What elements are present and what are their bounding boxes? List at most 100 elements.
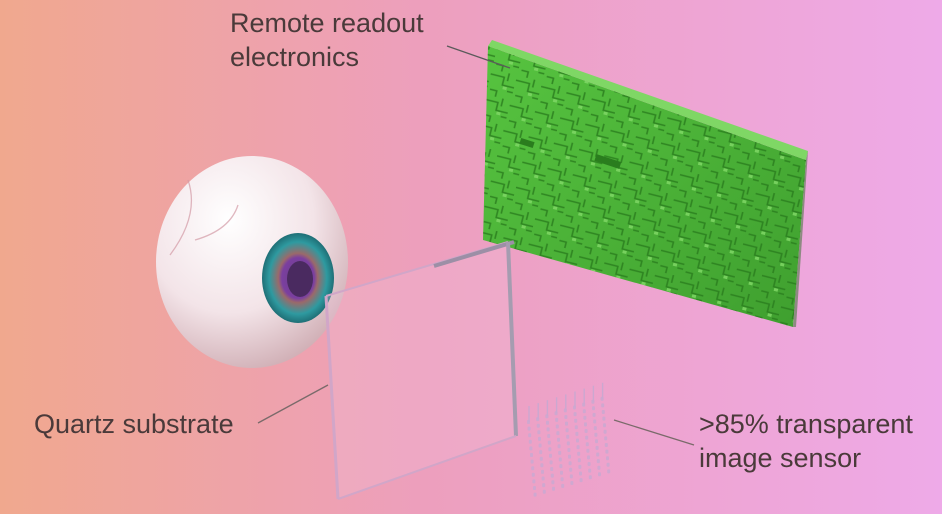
substrate-bottom-edge [337, 435, 517, 500]
sensor-pixel [559, 464, 563, 469]
sensor-pixel [541, 476, 545, 481]
sensor-pixel [566, 441, 570, 446]
image-sensor-label: >85% transparent image sensor [699, 407, 913, 475]
sensor-pixel [575, 431, 579, 436]
sensor-pixel [597, 465, 601, 470]
sensor-pixel [588, 475, 592, 480]
sensor-pixel [538, 443, 542, 448]
sensor-pixel [555, 417, 559, 422]
sensor-pixel [538, 436, 541, 441]
sensor-pixel [579, 471, 582, 476]
sensor-pixel [565, 428, 569, 433]
sensor-pixel [603, 423, 606, 428]
sensor-pixel [531, 472, 535, 477]
sensor-pixel [573, 412, 577, 417]
sensor-pixel [551, 480, 555, 485]
sensor-pixel [550, 473, 554, 478]
sensor-pixel [548, 447, 552, 452]
pixel-array-icon [527, 382, 611, 497]
substrate-right-edge [506, 241, 518, 437]
sensor-pixel [574, 425, 578, 430]
sensor-pixel [530, 459, 534, 464]
sensor-pixel [527, 426, 531, 431]
sensor-pixel [546, 420, 549, 425]
sensor-pixel [570, 481, 574, 485]
sensor-pixel [549, 453, 552, 458]
sensor-pixel [561, 483, 565, 488]
sensor-pixel [558, 457, 562, 462]
sensor-pixel [606, 456, 609, 461]
sensor-pixel [557, 444, 561, 449]
board-chip [594, 154, 622, 169]
sensor-pixel [537, 430, 541, 435]
sensor-pixel [564, 415, 568, 419]
sensor-pixel [555, 424, 559, 429]
sensor-pixel [587, 462, 591, 466]
sensor-pixel [536, 423, 540, 428]
sensor-pixel [529, 446, 533, 451]
board-top-edge [488, 40, 808, 160]
sensor-pixel [582, 409, 586, 414]
sensor-pixel [550, 467, 554, 471]
sensor-pixel [595, 445, 599, 450]
sensor-pixel [542, 483, 546, 488]
sensor-pixel [567, 448, 571, 452]
pupil [287, 261, 313, 297]
sensor-pixel [596, 452, 600, 457]
sensor-pixel [530, 453, 533, 457]
sensor-pixel [579, 478, 583, 483]
sensor-pixel [560, 477, 564, 482]
sensor-pixel [568, 461, 572, 466]
image-sensor-label-line2: image sensor [699, 443, 862, 473]
quartz-substrate-label: Quartz substrate [34, 409, 234, 439]
leader-line-remote [446, 45, 511, 69]
sensor-pixel [546, 427, 550, 432]
sensor-pixel [584, 422, 587, 427]
substrate-left-edge [324, 295, 340, 500]
board-side-edge [793, 151, 808, 327]
sensor-pixel [596, 459, 600, 464]
sensor-pixel [592, 406, 595, 411]
substrate-face [326, 242, 516, 499]
sensor-pixel [549, 460, 553, 465]
sensor-pixel [528, 439, 532, 444]
board-traces [483, 46, 806, 327]
sensor-pixel [583, 415, 587, 420]
sensor-pixel [531, 466, 535, 471]
sensor-pixel [576, 438, 579, 443]
sensor-pixel [594, 432, 598, 437]
leader-line-quartz [257, 384, 329, 424]
sensor-pixel [585, 435, 589, 440]
remote-readout-label-line2: electronics [230, 42, 360, 72]
sensor-pixel [566, 434, 570, 439]
eye-veins [169, 179, 239, 256]
sensor-pixel [558, 450, 562, 455]
sensor-pixel [547, 440, 551, 445]
sensor-pixel [602, 416, 606, 421]
sensor-pixel [541, 469, 544, 474]
substrate-top-rim [433, 240, 515, 268]
sensor-pixel [578, 464, 582, 469]
sensor-pixel [603, 429, 607, 434]
sensor-pixel [539, 456, 543, 461]
sensor-pixel [533, 492, 537, 497]
sensor-pixel [560, 470, 563, 475]
remote-readout-label-line1: Remote readout [230, 8, 424, 38]
sensor-pixel [569, 467, 573, 472]
sensor-pixel [532, 479, 536, 484]
sensor-pixel [565, 421, 568, 426]
remote-readout-label: Remote readout electronics [230, 6, 424, 74]
board-chip [519, 137, 535, 149]
sensor-pixel [547, 434, 551, 438]
sensor-pixel [568, 454, 571, 459]
sensor-pixel [605, 449, 609, 454]
sensor-pixel [593, 426, 597, 431]
sensor-pixel [604, 443, 608, 447]
sensor-pixel [557, 437, 560, 442]
image-sensor-label-line1: >85% transparent [699, 409, 913, 439]
circuit-board-icon [483, 40, 808, 327]
sensor-pixel [576, 445, 580, 450]
sensor-pixel [539, 450, 543, 455]
